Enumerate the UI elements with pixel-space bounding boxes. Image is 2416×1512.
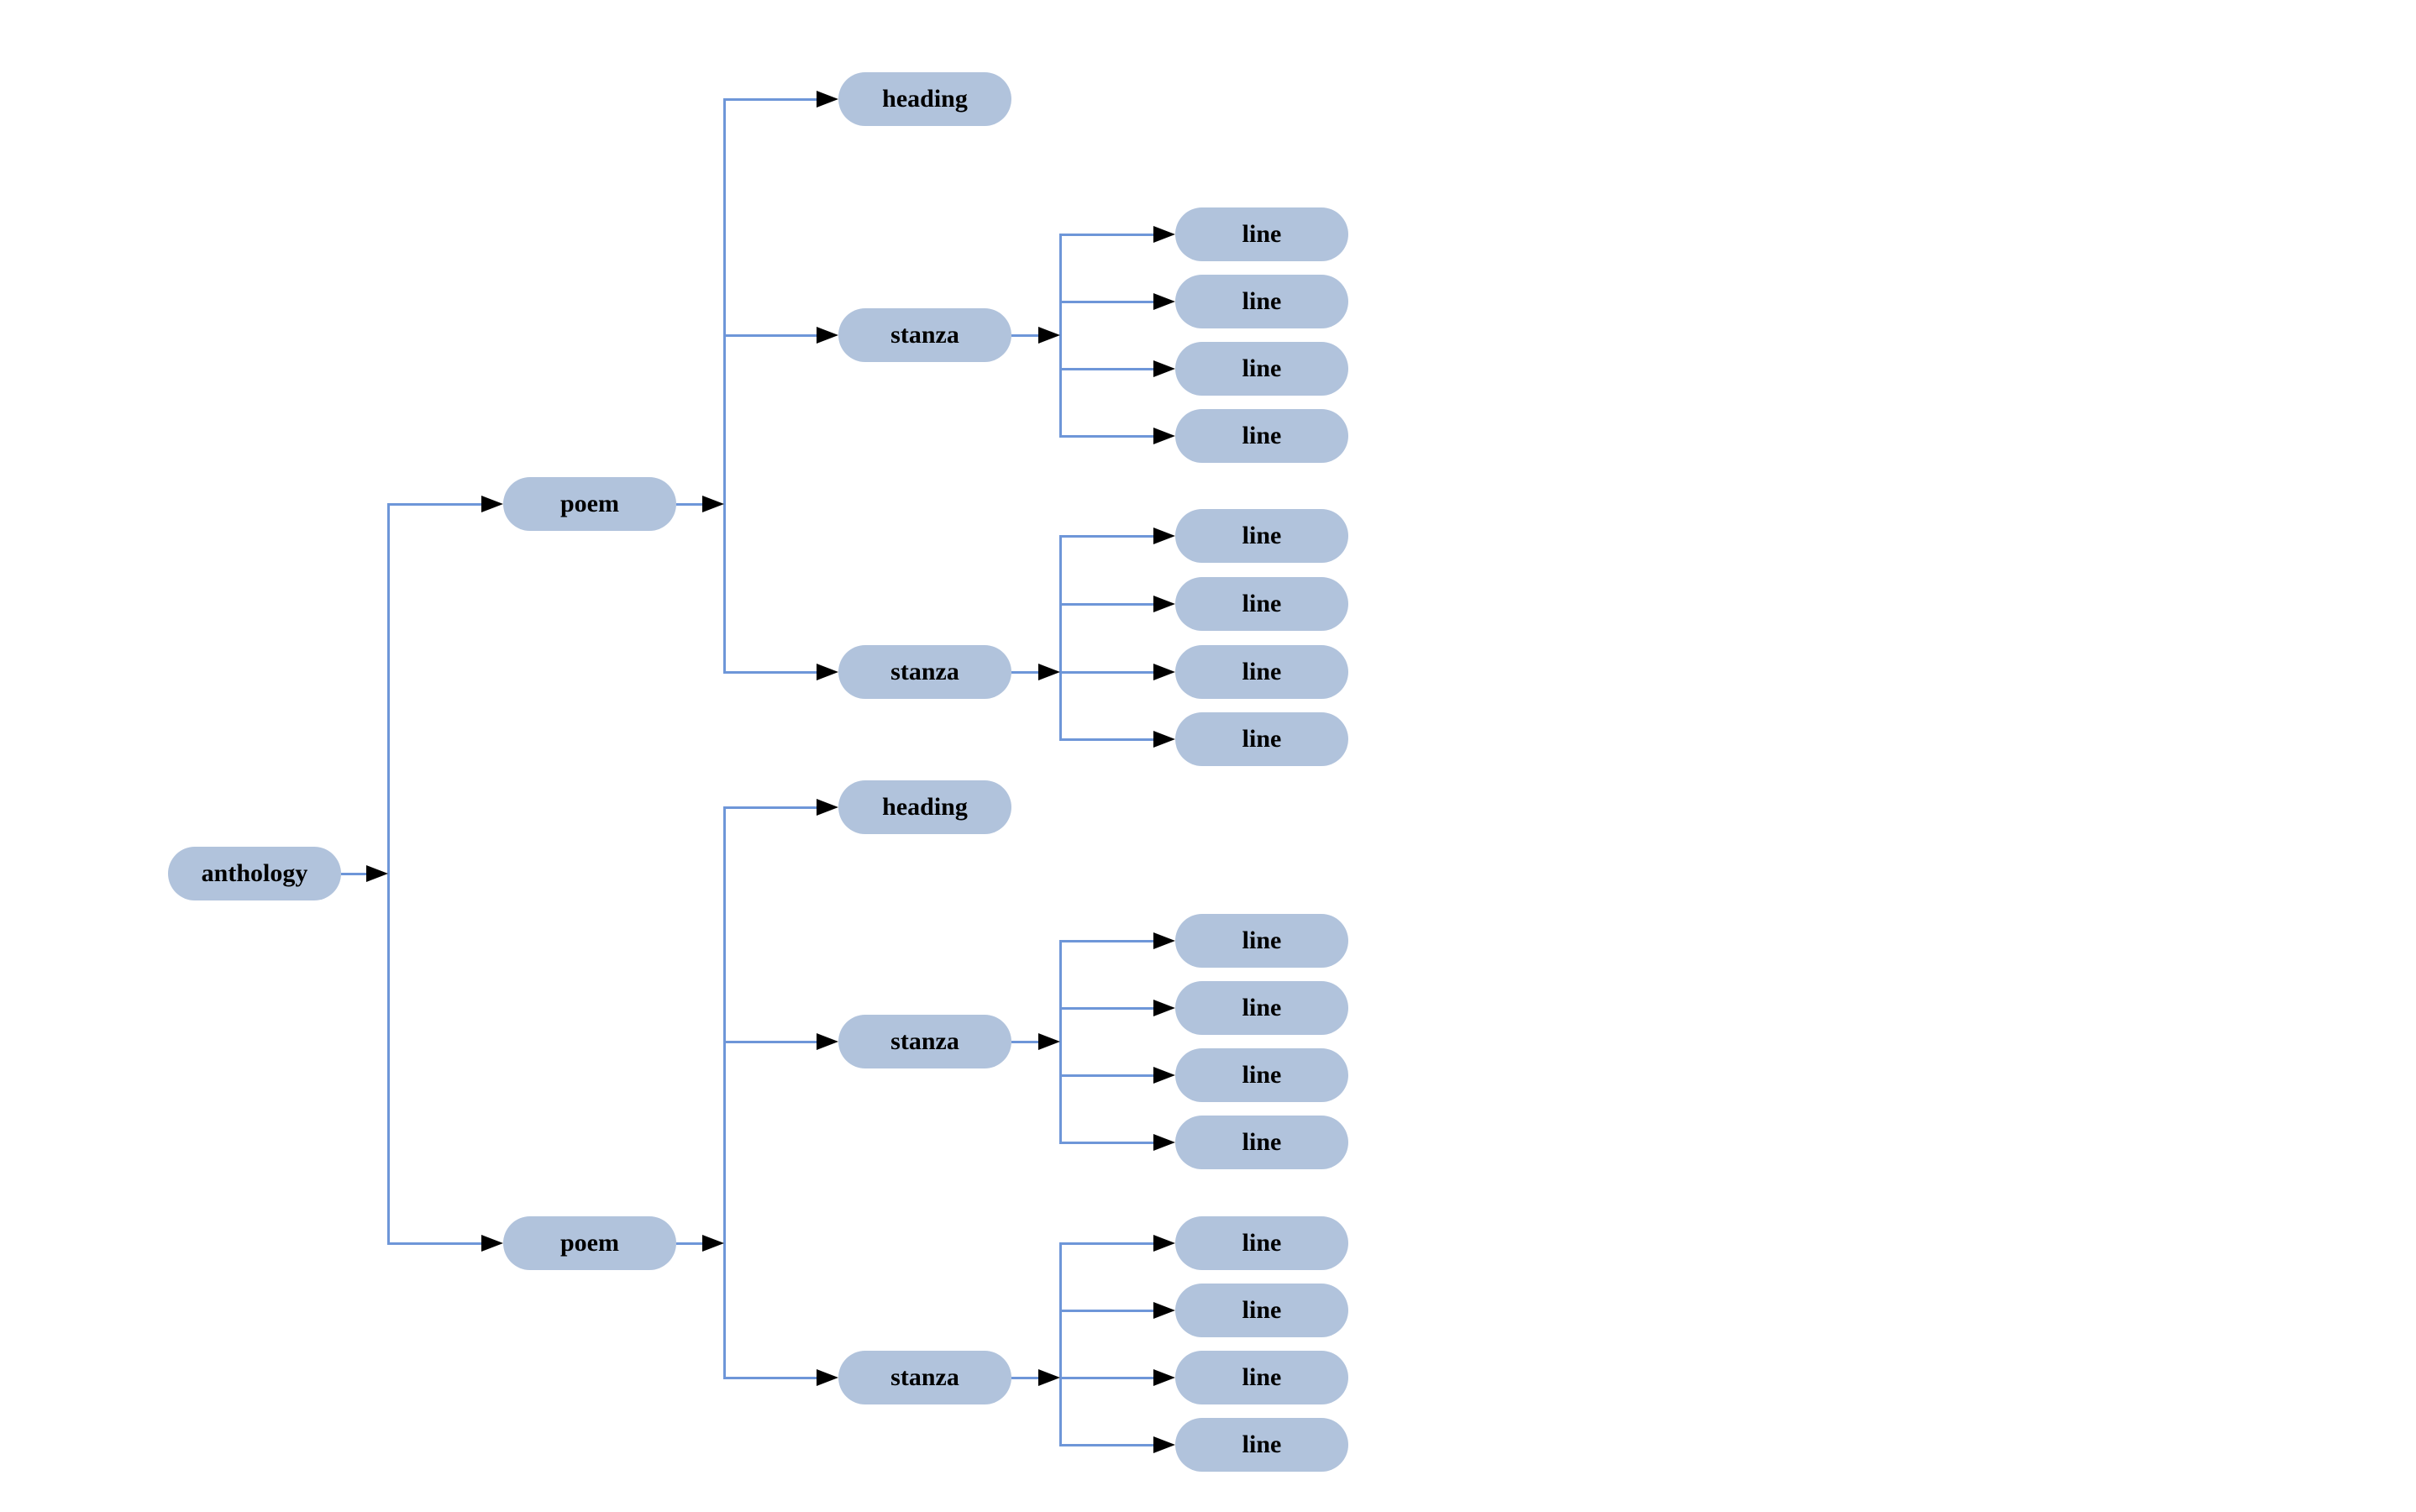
edge-segment-horizontal <box>1058 233 1155 236</box>
edge-segment-horizontal <box>676 502 704 506</box>
arrowhead-icon <box>1153 1235 1175 1252</box>
tree-node-line-1-4: line <box>1175 409 1348 463</box>
edge-segment-horizontal <box>722 670 818 674</box>
edge-segment-horizontal <box>1011 333 1040 337</box>
arrowhead-icon <box>1153 1436 1175 1453</box>
arrowhead-icon <box>1038 1369 1060 1386</box>
tree-node-line-2-3: line <box>1175 645 1348 699</box>
edge-segment-horizontal <box>1058 1376 1155 1379</box>
arrowhead-icon <box>1038 664 1060 680</box>
edge-segment-horizontal <box>1058 1242 1155 1245</box>
arrowhead-icon <box>1153 528 1175 544</box>
tree-node-line-4-3: line <box>1175 1351 1348 1404</box>
edge-segment-horizontal <box>1058 534 1155 538</box>
edge-segment-horizontal <box>1011 1376 1040 1379</box>
tree-node-stanza-3: stanza <box>838 1015 1011 1068</box>
arrowhead-icon <box>1153 664 1175 680</box>
tree-node-line-3-1: line <box>1175 914 1348 968</box>
arrowhead-icon <box>817 1369 838 1386</box>
edge-segment-horizontal <box>1058 602 1155 606</box>
edge-segment-horizontal <box>1058 1443 1155 1446</box>
edge-segment-vertical <box>386 502 390 1245</box>
tree-node-stanza-2: stanza <box>838 645 1011 699</box>
edge-segment-horizontal <box>1058 670 1155 674</box>
edge-segment-horizontal <box>676 1242 704 1245</box>
tree-node-line-1-1: line <box>1175 207 1348 261</box>
tree-node-heading-2: heading <box>838 780 1011 834</box>
edge-segment-vertical <box>1058 939 1062 1144</box>
tree-node-line-4-1: line <box>1175 1216 1348 1270</box>
edge-segment-horizontal <box>386 1242 483 1245</box>
edge-segment-horizontal <box>1058 300 1155 303</box>
arrowhead-icon <box>1153 1302 1175 1319</box>
edge-segment-horizontal <box>722 333 818 337</box>
edge-segment-vertical <box>722 97 726 674</box>
tree-node-line-4-4: line <box>1175 1418 1348 1472</box>
arrowhead-icon <box>1153 596 1175 612</box>
arrowhead-icon <box>817 327 838 344</box>
arrowhead-icon <box>1153 1369 1175 1386</box>
tree-node-line-3-2: line <box>1175 981 1348 1035</box>
arrowhead-icon <box>702 496 724 512</box>
arrowhead-icon <box>1153 293 1175 310</box>
edge-segment-horizontal <box>386 502 483 506</box>
tree-node-line-2-1: line <box>1175 509 1348 563</box>
edge-segment-horizontal <box>1058 1141 1155 1144</box>
edge-segment-horizontal <box>722 97 818 101</box>
arrowhead-icon <box>817 664 838 680</box>
arrowhead-icon <box>366 865 388 882</box>
arrowhead-icon <box>817 1033 838 1050</box>
arrowhead-icon <box>1153 226 1175 243</box>
tree-node-anthology: anthology <box>168 847 341 900</box>
edge-segment-vertical <box>722 806 726 1379</box>
arrowhead-icon <box>1153 932 1175 949</box>
tree-node-poem-1: poem <box>503 477 676 531</box>
edge-segment-horizontal <box>722 806 818 809</box>
tree-node-line-1-3: line <box>1175 342 1348 396</box>
tree-node-stanza-4: stanza <box>838 1351 1011 1404</box>
arrowhead-icon <box>702 1235 724 1252</box>
tree-node-line-2-2: line <box>1175 577 1348 631</box>
edge-segment-horizontal <box>1058 738 1155 741</box>
tree-node-line-4-2: line <box>1175 1284 1348 1337</box>
arrowhead-icon <box>1038 1033 1060 1050</box>
tree-node-line-1-2: line <box>1175 275 1348 328</box>
edge-segment-horizontal <box>1058 367 1155 370</box>
edge-segment-vertical <box>1058 233 1062 438</box>
edge-segment-horizontal <box>1058 1006 1155 1010</box>
edge-segment-horizontal <box>1058 1309 1155 1312</box>
edge-segment-horizontal <box>1058 939 1155 942</box>
edge-segment-horizontal <box>1011 1040 1040 1043</box>
edge-segment-horizontal <box>1058 1074 1155 1077</box>
tree-node-stanza-1: stanza <box>838 308 1011 362</box>
arrowhead-icon <box>1038 327 1060 344</box>
arrowhead-icon <box>1153 360 1175 377</box>
arrowhead-icon <box>481 1235 503 1252</box>
tree-node-heading-1: heading <box>838 72 1011 126</box>
arrowhead-icon <box>1153 731 1175 748</box>
edge-segment-horizontal <box>341 872 368 875</box>
arrowhead-icon <box>817 91 838 108</box>
edge-segment-horizontal <box>1011 670 1040 674</box>
arrowhead-icon <box>481 496 503 512</box>
arrowhead-icon <box>1153 1067 1175 1084</box>
arrowhead-icon <box>1153 1000 1175 1016</box>
edge-segment-vertical <box>1058 1242 1062 1446</box>
arrowhead-icon <box>1153 1134 1175 1151</box>
arrowhead-icon <box>1153 428 1175 444</box>
tree-node-line-3-4: line <box>1175 1116 1348 1169</box>
edge-segment-horizontal <box>1058 434 1155 438</box>
arrowhead-icon <box>817 799 838 816</box>
tree-node-line-3-3: line <box>1175 1048 1348 1102</box>
edge-segment-horizontal <box>722 1376 818 1379</box>
edge-segment-horizontal <box>722 1040 818 1043</box>
tree-node-poem-2: poem <box>503 1216 676 1270</box>
edge-segment-vertical <box>1058 534 1062 741</box>
tree-node-line-2-4: line <box>1175 712 1348 766</box>
